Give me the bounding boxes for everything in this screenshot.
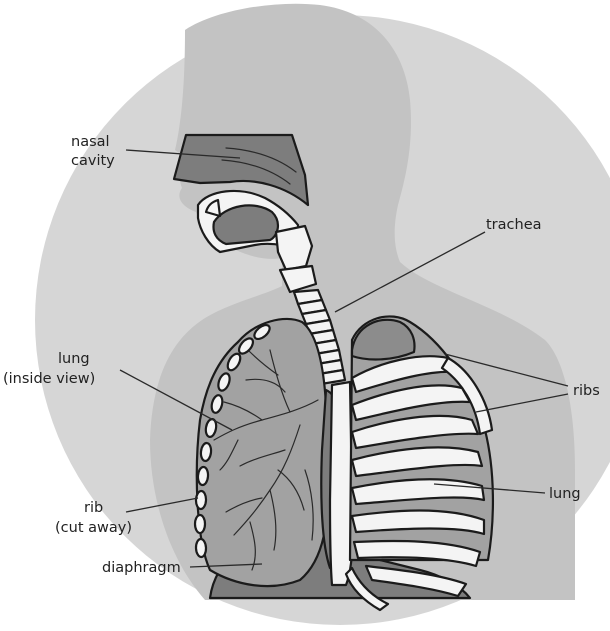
label-lung-inside-line2: (inside view)	[3, 371, 95, 387]
label-nasal-cavity-line2: cavity	[71, 153, 115, 169]
label-ribs: ribs	[573, 383, 600, 399]
label-lung-inside-line1: lung	[58, 351, 90, 367]
label-rib-cut-line1: rib	[84, 500, 103, 516]
label-rib-cut-line2: (cut away)	[55, 520, 132, 536]
label-diaphragm: diaphragm	[102, 560, 181, 576]
label-trachea: trachea	[486, 217, 542, 233]
label-nasal-cavity-line1: nasal	[71, 134, 110, 150]
label-lung: lung	[549, 486, 581, 502]
